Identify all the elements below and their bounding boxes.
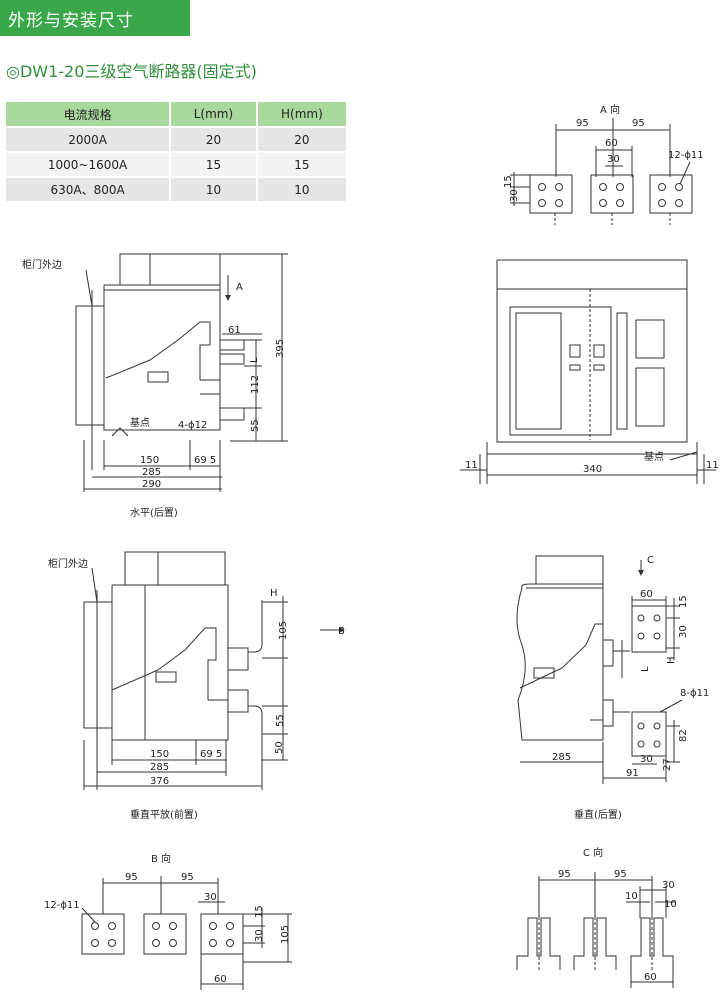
h-dim-l: L — [249, 357, 260, 363]
vertical-front-drawing — [83, 551, 345, 790]
a-dim-left: 95 — [576, 118, 589, 129]
table-cell: 15 — [255, 151, 346, 177]
col-header-h: H(mm) — [255, 102, 346, 127]
a-dim-right: 95 — [632, 118, 645, 129]
table-cell: 15 — [169, 151, 257, 177]
a-view-label: A 向 — [600, 103, 620, 116]
product-subtitle: ◎DW1-20三级空气断路器(固定式) — [6, 62, 257, 81]
h-dim-61: 61 — [228, 325, 241, 336]
table-cell: 630A、800A — [6, 176, 171, 201]
h-dim-112: 112 — [250, 375, 261, 394]
c-view-label: C 向 — [583, 846, 603, 859]
a-view-drawing — [510, 118, 693, 225]
vr-dim-82: 82 — [678, 729, 689, 742]
c-dim-30: 30 — [662, 880, 675, 891]
a-dim-30v: 30 — [509, 189, 520, 202]
vf-dim-285: 285 — [150, 762, 169, 773]
c-view-drawing — [516, 872, 676, 988]
a-dim-15: 15 — [503, 175, 514, 188]
vr-caption: 垂直(后置) — [574, 808, 622, 821]
c-dim-left: 95 — [558, 869, 571, 880]
b-dim-right: 95 — [181, 872, 194, 883]
table-cell: 1000~1600A — [6, 151, 171, 177]
vf-caption: 垂直平放(前置) — [130, 808, 198, 821]
vr-dim-27: 27 — [662, 758, 673, 771]
vf-dim-105: 105 — [278, 621, 289, 640]
table-cell: 2000A — [6, 126, 171, 152]
f-dim-11b: 11 — [706, 460, 719, 471]
vf-dim-55: 55 — [275, 714, 286, 727]
table-cell: 20 — [169, 126, 257, 152]
table-row: 2000A 20 20 — [6, 126, 346, 152]
c-dim-right: 95 — [614, 869, 627, 880]
vf-dim-50: 50 — [274, 741, 285, 754]
col-header-current: 电流规格 — [6, 102, 171, 127]
c-dim-60: 60 — [644, 972, 657, 983]
h-dim-69: 69 5 — [194, 455, 216, 466]
b-dim-15: 15 — [254, 905, 265, 918]
page-title: 外形与安装尺寸 — [8, 11, 134, 31]
h-dim-290: 290 — [142, 479, 161, 490]
b-dim-30: 30 — [204, 892, 217, 903]
h-dim-395: 395 — [275, 339, 286, 358]
header-bar: 外形与安装尺寸 — [0, 0, 190, 36]
table-row: 630A、800A 10 10 — [6, 176, 346, 201]
vf-dim-376: 376 — [150, 776, 169, 787]
b-hole-label: 12-ϕ11 — [44, 900, 80, 911]
a-dim-60: 60 — [605, 138, 618, 149]
vr-dim-l: L — [640, 666, 651, 672]
vertical-rear-drawing — [516, 555, 683, 784]
c-dim-10a: 10 — [625, 891, 638, 902]
front-view-drawing — [460, 259, 716, 484]
table-row: 1000~1600A 15 15 — [6, 151, 346, 177]
b-view-drawing — [81, 876, 292, 990]
col-header-l: L(mm) — [169, 102, 257, 127]
b-dim-left: 95 — [125, 872, 138, 883]
b-dim-60: 60 — [214, 974, 227, 985]
vf-door-label: 柜门外边 — [48, 557, 88, 570]
vf-arrow-b: B — [338, 626, 345, 637]
h-hole-label: 4-ϕ12 — [178, 420, 207, 431]
vr-arrow-c: C — [647, 555, 654, 566]
f-dim-340: 340 — [583, 464, 602, 475]
a-dim-30: 30 — [607, 154, 620, 165]
h-dim-150: 150 — [140, 455, 159, 466]
b-dim-105: 105 — [280, 925, 291, 944]
vf-dim-150: 150 — [150, 749, 169, 760]
vf-dim-69: 69 5 — [200, 749, 222, 760]
table-cell: 10 — [169, 176, 257, 201]
horizontal-rear-drawing — [75, 253, 288, 492]
h-dim-285: 285 — [142, 467, 161, 478]
f-base-label: 基点 — [644, 450, 664, 463]
spec-table: 电流规格 L(mm) H(mm) 2000A 20 20 1000~1600A … — [6, 102, 346, 201]
h-dim-55: 55 — [250, 419, 261, 432]
vr-dim-30: 30 — [678, 625, 689, 638]
h-caption: 水平(后置) — [130, 507, 178, 519]
b-dim-30v: 30 — [254, 929, 265, 942]
vr-dim-h: H — [666, 656, 677, 664]
vr-hole-label: 8-ϕ11 — [680, 688, 709, 699]
f-dim-11a: 11 — [465, 460, 478, 471]
table-cell: 10 — [255, 176, 346, 201]
table-cell: 20 — [255, 126, 346, 152]
c-dim-10b: 10 — [664, 899, 677, 910]
h-door-label: 柜门外边 — [22, 258, 62, 271]
a-hole-label: 12-ϕ11 — [668, 150, 704, 161]
vr-dim-285: 285 — [552, 752, 571, 763]
vf-dim-h: H — [270, 588, 278, 599]
vr-dim-91: 91 — [626, 768, 639, 779]
b-view-label: B 向 — [151, 852, 171, 865]
vr-dim-30b: 30 — [640, 754, 653, 765]
h-base-label: 基点 — [130, 416, 150, 429]
vr-dim-60: 60 — [640, 589, 653, 600]
vr-dim-15: 15 — [678, 595, 689, 608]
h-arrow-a: A — [236, 282, 243, 293]
